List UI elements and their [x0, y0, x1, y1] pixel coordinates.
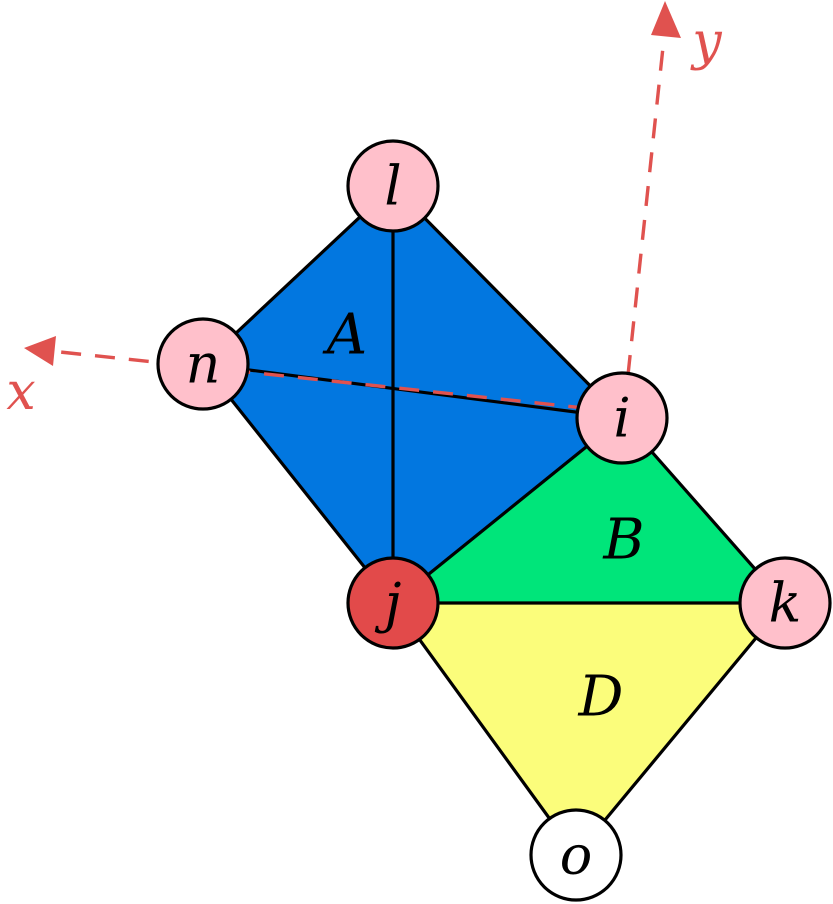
region-d-fill — [393, 603, 785, 855]
x-axis-label: x — [6, 362, 35, 422]
x-axis-line — [59, 350, 623, 414]
node-l-label: l — [384, 155, 401, 218]
node-j-circle — [346, 556, 440, 650]
edge-i-j — [391, 416, 624, 605]
node-j: j — [346, 556, 440, 650]
edge-l-i — [391, 184, 624, 420]
region-a-fill — [203, 186, 622, 603]
node-l-circle — [346, 139, 440, 233]
region-b-fill — [393, 418, 785, 603]
x-axis-arrowhead — [24, 336, 56, 366]
node-k: k — [738, 556, 832, 650]
y-axis-arrowhead — [651, 1, 681, 38]
region-a-label: A — [322, 303, 367, 368]
region-b-label: B — [602, 508, 644, 573]
node-i: i — [575, 371, 669, 465]
node-l: l — [346, 139, 440, 233]
y-axis-label: y — [690, 12, 722, 72]
coordinate-axes: x y — [6, 1, 722, 422]
node-n-circle — [156, 317, 250, 411]
edge-n-j — [201, 363, 395, 604]
node-o-circle — [529, 808, 623, 902]
node-i-circle — [575, 371, 669, 465]
edge-j-o — [391, 602, 578, 856]
node-k-circle — [738, 556, 832, 650]
node-n: n — [156, 317, 250, 411]
region-d-label: D — [578, 665, 624, 730]
node-i-label: i — [613, 387, 630, 450]
y-axis-line — [626, 37, 666, 376]
node-o: o — [529, 808, 623, 902]
node-o-label: o — [560, 824, 593, 887]
node-n-label: n — [186, 333, 221, 396]
edge-k-o — [574, 601, 787, 857]
node-k-label: k — [769, 572, 802, 635]
